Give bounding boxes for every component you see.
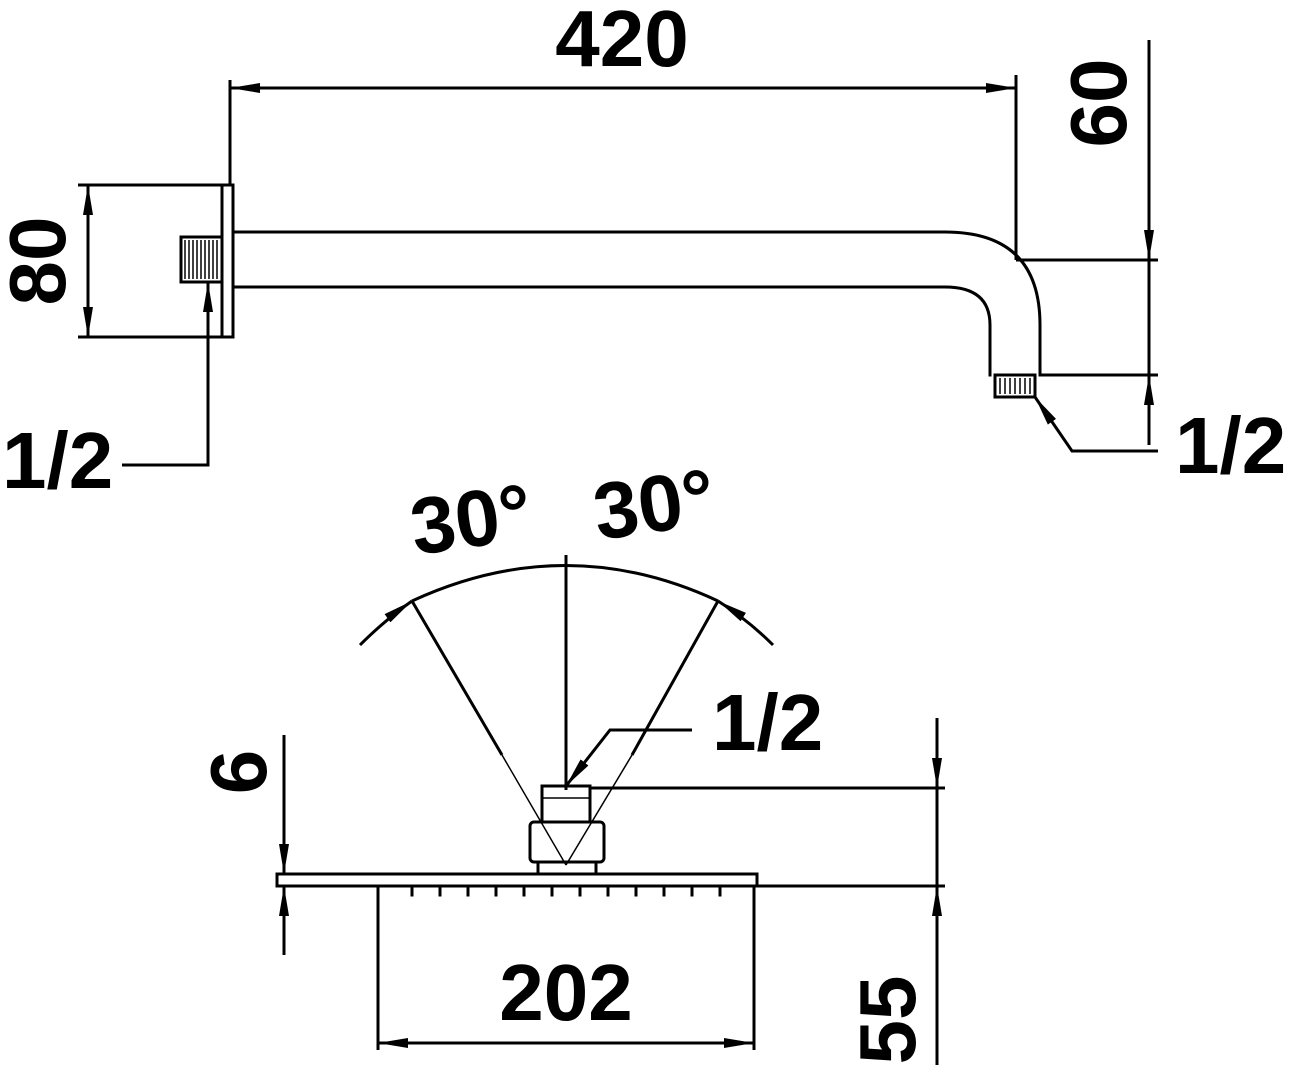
label-outlet-thread: 1/2 (1175, 401, 1286, 490)
head-plate (275, 872, 759, 1050)
swivel-arc-left-ext (358, 599, 413, 647)
label-plate-thickness: 6 (194, 750, 283, 795)
ball-joint (528, 784, 606, 876)
wall-flange (220, 183, 235, 339)
dim-drop-height (1016, 40, 1158, 445)
label-flange-height: 80 (0, 217, 82, 306)
nozzles (410, 886, 722, 897)
label-head-height: 55 (843, 976, 932, 1065)
swivel-arc-right-ext (717, 599, 775, 647)
label-arm-length: 420 (555, 0, 688, 83)
tilt-line-left (410, 600, 504, 756)
wall-thread-nipple (179, 235, 224, 284)
label-tilt-left: 30° (405, 467, 537, 572)
label-tilt-right: 30° (588, 452, 720, 557)
leader-outlet-thread (1033, 396, 1158, 453)
tilt-line-right (630, 600, 720, 756)
leader-head-thread (564, 728, 692, 787)
dim-arm-length (228, 75, 1018, 260)
shower-arm-view: 420 60 80 1/2 1/2 (0, 0, 1286, 505)
label-drop-height: 60 (1054, 59, 1143, 148)
outlet-thread (993, 373, 1037, 399)
arm-tube-inner (231, 285, 992, 377)
leader-wall-thread (122, 282, 213, 467)
shower-head-view: 30° 30° (194, 452, 945, 1065)
dim-flange-height (78, 183, 222, 339)
dim-head-height (590, 718, 945, 1065)
label-wall-thread: 1/2 (2, 416, 113, 505)
label-head-width: 202 (499, 948, 632, 1037)
label-head-thread: 1/2 (712, 678, 823, 767)
arm-tube (231, 230, 1042, 377)
